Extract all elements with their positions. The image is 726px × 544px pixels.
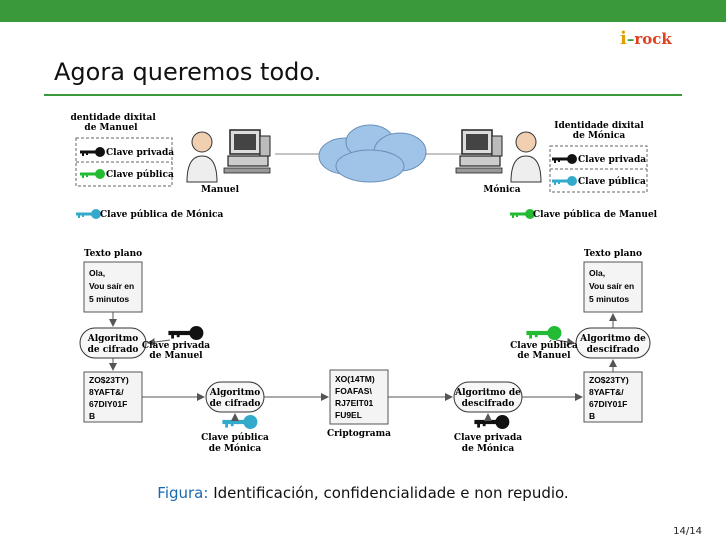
i-rock-logo: i–rock: [620, 28, 672, 49]
svg-text:de cifrado: de cifrado: [210, 399, 261, 409]
crypto-diagram: Identidade dixital de Manuel Clave priva…: [70, 113, 658, 454]
svg-text:Clave pública de Mónica: Clave pública de Mónica: [100, 209, 223, 220]
svg-text:ZO$23TY): ZO$23TY): [89, 375, 129, 385]
svg-text:5 minutos: 5 minutos: [89, 294, 129, 304]
private-key-icon: [552, 154, 577, 164]
private-key-icon: [168, 326, 204, 340]
monica-person-icon: [510, 131, 542, 183]
svg-text:Clave privada: Clave privada: [454, 433, 522, 443]
plain-left-box: [83, 261, 143, 313]
svg-text:Clave pública: Clave pública: [201, 432, 269, 443]
manuel-label: Manuel: [201, 185, 240, 195]
svg-text:de Manuel: de Manuel: [84, 123, 138, 133]
alg-decrypt: Algoritmo de descifrado: [453, 381, 523, 413]
page-number: 14/14: [673, 526, 702, 537]
svg-text:XO(14TM): XO(14TM): [335, 374, 375, 384]
svg-text:Clave pública de Manuel: Clave pública de Manuel: [533, 209, 658, 220]
left-has-key: Clave pública de Mónica: [76, 209, 223, 220]
svg-text:Algoritmo: Algoritmo: [87, 334, 139, 344]
public-key-icon: [222, 415, 258, 429]
public-key-icon: [552, 176, 577, 186]
svg-text:Ola,: Ola,: [589, 268, 605, 278]
svg-text:de Manuel: de Manuel: [149, 351, 203, 361]
title-rule: [44, 94, 682, 96]
svg-text:de Mónica: de Mónica: [209, 443, 262, 454]
cloud-icon: [318, 124, 427, 183]
svg-text:B: B: [89, 411, 95, 421]
svg-text:RJ7EIT01: RJ7EIT01: [335, 398, 374, 408]
svg-text:Clave pública: Clave pública: [106, 169, 174, 180]
svg-text:Algoritmo de: Algoritmo de: [454, 388, 521, 398]
svg-text:FOAFAS\: FOAFAS\: [335, 386, 372, 396]
left-identity: Identidade dixital de Manuel Clave priva…: [70, 113, 174, 187]
svg-text:Clave pública: Clave pública: [510, 340, 578, 351]
svg-text:descifrado: descifrado: [462, 399, 515, 409]
private-key-icon: [474, 415, 510, 429]
svg-text:descifrado: descifrado: [587, 345, 640, 355]
svg-text:de Mónica: de Mónica: [462, 443, 515, 454]
right-has-key: Clave pública de Manuel: [510, 209, 658, 220]
plain-right-box: [583, 261, 643, 313]
svg-text:Ola,: Ola,: [89, 268, 105, 278]
svg-text:FU9EL: FU9EL: [335, 410, 362, 420]
svg-text:8YAFT&/: 8YAFT&/: [89, 387, 124, 397]
svg-text:Identidade dixital: Identidade dixital: [70, 113, 156, 123]
alg-sign: Algoritmo de cifrado: [79, 327, 147, 359]
svg-text:B: B: [589, 411, 595, 421]
svg-text:Clave privada: Clave privada: [142, 341, 210, 351]
alg-verify: Algoritmo de descifrado: [575, 327, 651, 359]
svg-text:Clave privada: Clave privada: [106, 148, 174, 158]
public-key-icon: [80, 169, 105, 179]
svg-text:67DIY01F: 67DIY01F: [589, 399, 627, 409]
monica-computer-icon: [455, 129, 503, 174]
manuel-person-icon: [186, 131, 218, 183]
plain-right-label: Texto plano: [584, 249, 642, 259]
signed-right-box: [583, 371, 643, 423]
signed-left-box: [83, 371, 143, 423]
slide-title: Agora queremos todo.: [54, 58, 322, 86]
monica-label: Mónica: [483, 184, 520, 195]
alg-encrypt: Algoritmo de cifrado: [205, 381, 265, 413]
private-key-icon: [80, 147, 105, 157]
svg-text:Vou saír en: Vou saír en: [589, 281, 634, 291]
svg-text:Clave privada: Clave privada: [578, 155, 646, 165]
svg-text:67DIY01F: 67DIY01F: [89, 399, 127, 409]
svg-text:Identidade dixital: Identidade dixital: [554, 121, 644, 131]
figure-caption: Figura: Identificación, confidencialidad…: [157, 484, 569, 502]
svg-text:Algoritmo: Algoritmo: [209, 388, 261, 398]
top-bar: [0, 0, 726, 22]
svg-text:8YAFT&/: 8YAFT&/: [589, 387, 624, 397]
svg-text:de Manuel: de Manuel: [517, 351, 571, 361]
svg-text:de cifrado: de cifrado: [88, 345, 139, 355]
svg-text:de Mónica: de Mónica: [573, 130, 626, 141]
svg-text:Vou saír en: Vou saír en: [89, 281, 134, 291]
manuel-computer-icon: [223, 129, 271, 174]
plain-left-label: Texto plano: [84, 249, 142, 259]
svg-text:5 minutos: 5 minutos: [589, 294, 629, 304]
cryptogram-label: Criptograma: [327, 429, 391, 439]
svg-text:Algoritmo de: Algoritmo de: [579, 334, 646, 344]
svg-text:Clave pública: Clave pública: [578, 176, 646, 187]
public-key-icon: [526, 326, 562, 340]
right-identity: Identidade dixital de Mónica Clave priva…: [549, 121, 648, 193]
svg-text:ZO$23TY): ZO$23TY): [589, 375, 629, 385]
